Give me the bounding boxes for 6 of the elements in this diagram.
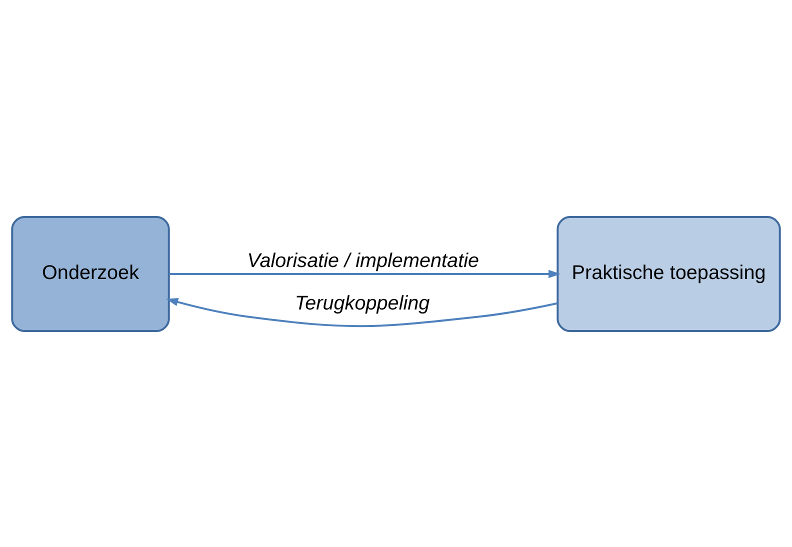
edge-label: Valorisatie / implementatie [247,250,480,272]
arrow [166,298,558,327]
node-box: Praktische toepassing [556,215,781,332]
node-box: Onderzoek [11,215,170,332]
arrow [168,269,560,278]
edge-label: Terugkoppeling [294,292,430,314]
